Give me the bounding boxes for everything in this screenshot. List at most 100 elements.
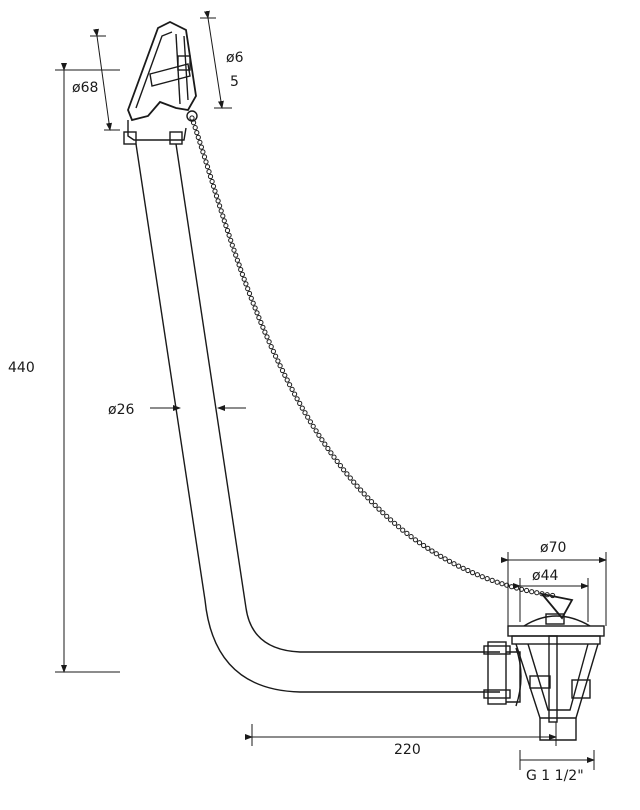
thread-size-dimension: G 1 1/2" bbox=[519, 750, 595, 784]
chain-bead bbox=[494, 579, 500, 585]
chain-bead bbox=[524, 587, 530, 594]
chain-bead bbox=[239, 271, 245, 277]
chain-bead bbox=[210, 183, 217, 189]
chain-bead bbox=[189, 115, 195, 121]
chain-bead bbox=[223, 223, 229, 229]
chain-bead bbox=[484, 576, 490, 582]
chain-bead bbox=[229, 242, 235, 248]
chain-bead bbox=[224, 227, 231, 234]
chain-bead bbox=[268, 344, 274, 350]
chain-bead bbox=[361, 491, 367, 497]
chain-bead bbox=[489, 577, 495, 584]
chain-bead bbox=[252, 305, 258, 311]
chain-bead bbox=[238, 267, 244, 273]
chain-bead bbox=[207, 173, 214, 180]
plug-chain bbox=[186, 110, 556, 599]
chain-bead bbox=[204, 164, 211, 170]
chain-bead bbox=[264, 334, 270, 340]
chain-bead bbox=[292, 391, 298, 397]
chain-bead bbox=[305, 414, 311, 420]
chain-bead bbox=[331, 454, 337, 460]
waste-fitting bbox=[483, 592, 605, 741]
chain-bead bbox=[328, 450, 334, 456]
chain-bead bbox=[284, 377, 290, 383]
waste-outer-diameter-label: ø70 bbox=[540, 540, 566, 556]
chain-bead bbox=[451, 561, 457, 567]
waste-inner-diameter-label: ø44 bbox=[532, 568, 558, 584]
chain-bead bbox=[266, 339, 272, 345]
pipe-diameter-dimension: ø26 bbox=[108, 402, 246, 418]
chain-bead bbox=[470, 570, 476, 576]
chain-bead bbox=[322, 441, 328, 447]
chain-bead bbox=[246, 290, 253, 297]
chain-bead bbox=[221, 218, 227, 224]
chain-bead bbox=[344, 471, 350, 477]
chain-bead bbox=[358, 487, 364, 493]
height-dimension: 440 bbox=[8, 63, 120, 673]
chain-bead bbox=[209, 178, 215, 185]
chain-bead bbox=[299, 405, 305, 411]
chain-bead bbox=[351, 479, 357, 485]
chain-bead bbox=[460, 565, 466, 571]
chain-bead bbox=[354, 483, 360, 489]
chain-bead bbox=[400, 527, 406, 533]
chain-bead bbox=[297, 400, 303, 406]
chain-bead bbox=[404, 530, 410, 537]
chain-bead bbox=[372, 502, 378, 508]
chain-bead bbox=[425, 545, 431, 551]
chain-bead bbox=[388, 517, 394, 523]
chain-bead bbox=[277, 363, 283, 369]
chain-bead bbox=[429, 548, 435, 554]
chain-bead bbox=[258, 319, 264, 326]
chain-bead bbox=[236, 262, 242, 268]
chain-bead bbox=[341, 467, 347, 473]
chain-bead bbox=[416, 540, 423, 546]
chain-bead bbox=[421, 542, 427, 549]
chain-bead bbox=[456, 563, 462, 569]
chain-bead bbox=[245, 286, 251, 292]
waste-outer-diameter-dimension: ø70 bbox=[501, 540, 607, 626]
chain-bead bbox=[270, 348, 276, 354]
chain-bead bbox=[226, 232, 232, 238]
chain-bead bbox=[365, 495, 371, 501]
chain-bead bbox=[203, 159, 209, 165]
chain-bead bbox=[499, 581, 505, 587]
chain-bead bbox=[241, 276, 247, 282]
horizontal-length-label: 220 bbox=[394, 742, 421, 758]
chain-bead bbox=[509, 584, 515, 590]
chain-bead bbox=[319, 437, 325, 443]
chain-bead bbox=[287, 382, 293, 388]
chain-bead bbox=[228, 237, 234, 243]
chain-bead bbox=[474, 572, 480, 578]
chain-bead bbox=[198, 144, 204, 150]
chain-bead bbox=[262, 329, 268, 335]
chain-bead bbox=[529, 589, 535, 595]
chain-bead bbox=[233, 252, 239, 258]
chain-bead bbox=[337, 463, 343, 469]
chain-bead bbox=[273, 353, 279, 359]
chain-bead bbox=[334, 458, 340, 464]
chain-bead bbox=[325, 445, 331, 452]
chain-bead bbox=[316, 432, 322, 438]
chain-bead bbox=[231, 247, 237, 253]
chain-bead bbox=[218, 208, 224, 214]
chain-bead bbox=[250, 300, 256, 306]
chain-bead bbox=[217, 203, 223, 209]
chain-bead bbox=[213, 193, 220, 199]
chain-bead bbox=[294, 396, 300, 402]
chain-bead bbox=[195, 134, 201, 140]
horizontal-length-dimension: 220 bbox=[245, 722, 557, 758]
chain-bead bbox=[212, 188, 218, 194]
chain-bead bbox=[260, 324, 266, 330]
chain-ring-dimension: ø6 5 bbox=[200, 10, 244, 109]
overflow-pipe bbox=[135, 143, 500, 693]
chain-ring-diameter-label: ø6 bbox=[226, 50, 244, 66]
overflow-diameter-label: ø68 bbox=[72, 80, 98, 96]
chain-bead bbox=[347, 475, 353, 481]
chain-bead bbox=[279, 367, 286, 374]
chain-bead bbox=[412, 537, 418, 543]
chain-bead bbox=[442, 556, 448, 562]
chain-bead bbox=[514, 585, 520, 591]
chain-bead bbox=[243, 281, 249, 287]
